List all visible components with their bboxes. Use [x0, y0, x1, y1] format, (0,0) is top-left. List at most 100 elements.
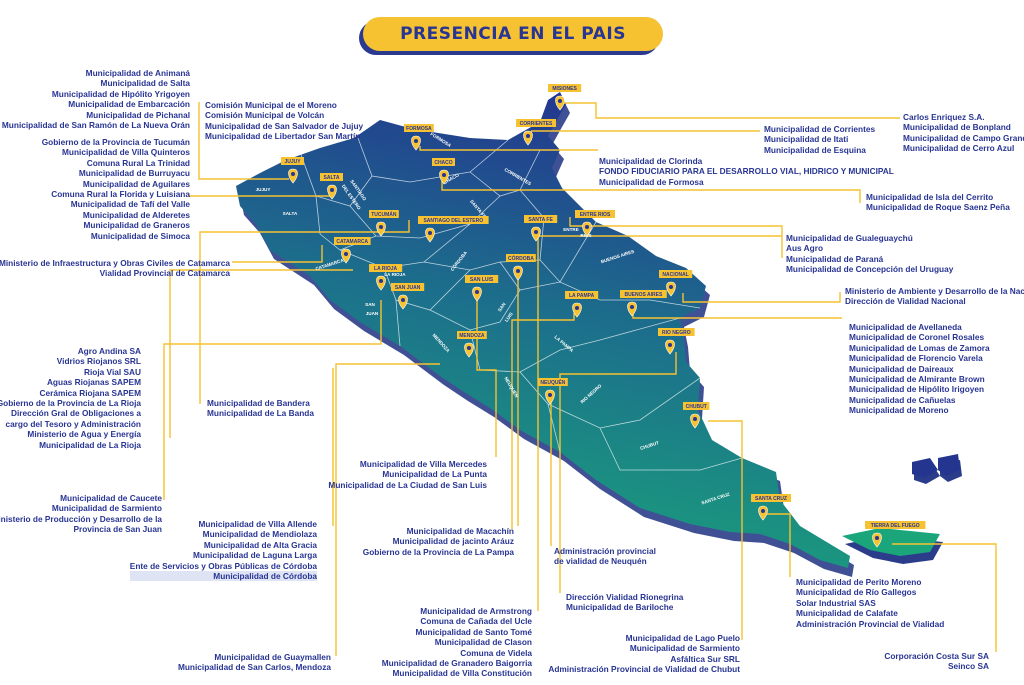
institution-name: Municipalidad de Calafate — [796, 608, 898, 619]
institution-name: Municipalidad de Villa Quinteros — [61, 147, 190, 158]
institution-name: Municipalidad de Sarmiento — [629, 643, 740, 654]
institution-name: Ministerio de Ambiente y Desarrollo de l… — [845, 286, 1024, 296]
region-label: JUJUY — [256, 187, 271, 192]
institution-name: Municipalidad de Villa Allende — [198, 519, 318, 529]
institution-name: Municipalidad de Armstrong — [420, 606, 532, 616]
institution-name: Municipalidad de Lomas de Zamora — [849, 342, 990, 353]
institution-name: Solar Industrial SAS — [796, 597, 876, 608]
province-tag-box — [751, 494, 791, 502]
region-label: SAN — [365, 302, 375, 307]
institution-name: Municipalidad de Alta Gracia — [203, 539, 317, 550]
province-tag-salta[interactable]: SALTA — [320, 173, 343, 200]
institution-name: Municipalidad de Gualeguaychú — [786, 233, 913, 243]
province-tag-box — [575, 210, 615, 218]
province-tag-entre_rios[interactable]: ENTRE RIOS — [575, 210, 615, 237]
province-tag-label: TUCUMÁN — [371, 211, 397, 218]
pin-dot — [761, 509, 765, 513]
institution-name: Aus Agro — [786, 243, 824, 254]
province-tag-la_rioja[interactable]: LA RIOJA — [369, 264, 403, 291]
pin-dot — [585, 225, 589, 229]
province-tag-label: CATAMARCA — [336, 239, 368, 245]
province-tag-box — [620, 290, 667, 298]
institution-name: Comuna Rural la Florida y Luisiana — [51, 189, 190, 200]
province-tag-buenos_aires[interactable]: BUENOS AIRES — [620, 290, 667, 317]
province-tag-box — [524, 215, 558, 223]
province-tag-label: CÓRDOBA — [508, 254, 534, 262]
province-tag-chubut[interactable]: CHUBUT — [683, 402, 710, 429]
province-tag-nacional[interactable]: NACIONAL — [659, 270, 693, 297]
institution-name: Municipalidad de Cerro Azul — [903, 143, 1015, 154]
institution-name: Municipalidad de Bariloche — [566, 602, 674, 613]
pin-dot — [558, 99, 562, 103]
province-tag-tucuman[interactable]: TUCUMÁN — [369, 210, 399, 237]
province-tag-label: RIO NEGRO — [662, 330, 691, 336]
province-tag-catamarca[interactable]: CATAMARCA — [334, 237, 371, 264]
institution-name: Municipalidad de La Punta — [382, 469, 487, 480]
institution-name: FONDO FIDUCIARIO PARA EL DESARROLLO VIAL… — [599, 166, 894, 177]
institution-name: Municipalidad de Cañuelas — [849, 394, 956, 405]
institution-name: Municipalidad de Sarmiento — [51, 503, 162, 514]
province-tag-chaco[interactable]: CHACO — [432, 158, 455, 185]
province-tag-box — [465, 275, 499, 283]
institution-name: Gobierno de la Provincia de La Rioja — [0, 398, 141, 409]
institution-name: Municipalidad de Moreno — [849, 405, 949, 416]
institution-name: Municipalidad de Burruyacu — [78, 168, 190, 179]
institution-name: Municipalidad de Salta — [100, 78, 190, 89]
province-tag-neuquen[interactable]: NEUQUÉN — [538, 378, 568, 405]
group-nacional_group: Ministerio de Ambiente y Desarrollo de l… — [845, 286, 1024, 307]
pin-dot — [344, 252, 348, 256]
pin-dot — [668, 343, 672, 347]
province-tag-tierra_del_fuego[interactable]: TIERRA DEL FUEGO — [865, 521, 926, 548]
province-tag-label: ENTRE RIOS — [580, 212, 611, 218]
province-tag-jujuy[interactable]: JUJUY — [281, 157, 304, 184]
pin-dot — [379, 279, 383, 283]
institution-name: Municipalidad de La Ciudad de San Luis — [328, 479, 487, 490]
province-tag-box — [565, 291, 599, 299]
institution-name: Ministerio de Producción y Desarrollo de… — [0, 513, 162, 524]
institution-name: Municipalidad de Formosa — [599, 176, 704, 187]
institution-name: Municipalidad de La Rioja — [39, 439, 141, 450]
province-tag-box — [506, 254, 536, 262]
province-tag-rio_negro[interactable]: RIO NEGRO — [658, 328, 695, 355]
province-tag-label: LA RIOJA — [374, 266, 398, 272]
province-tag-santiago[interactable]: SANTIAGO DEL ESTERO — [418, 216, 489, 243]
institution-name: Corporación Costa Sur SA — [884, 651, 989, 661]
province-tag-corrientes[interactable]: CORRIENTES — [516, 119, 556, 146]
province-tag-box — [369, 210, 399, 218]
province-tag-la_pampa[interactable]: LA PAMPA — [565, 291, 599, 318]
province-tag-misiones[interactable]: MISIONES — [548, 84, 582, 111]
title-banner: PRESENCIA EN EL PAIS — [363, 17, 663, 51]
province-tag-label: TIERRA DEL FUEGO — [871, 523, 920, 529]
institution-name: Municipalidad de Mendiolaza — [202, 529, 317, 540]
institution-name: Municipalidad de Clorinda — [599, 156, 703, 166]
province-tag-box — [418, 216, 489, 224]
province-tag-box — [538, 378, 568, 386]
institution-name: de vialidad de Neuquén — [554, 556, 647, 567]
province-tag-san_juan[interactable]: SAN JUAN — [391, 283, 425, 310]
province-tag-san_luis[interactable]: SAN LUIS — [465, 275, 499, 302]
province-tag-label: JUJUY — [284, 159, 301, 165]
institution-name: Agro Andina SA — [77, 346, 141, 356]
institution-name: Municipalidad de Itati — [764, 134, 849, 145]
province-tag-mendoza[interactable]: MENDOZA — [457, 331, 487, 358]
region-label: RIOS — [580, 233, 591, 238]
institution-name: Municipalidad de Avellaneda — [849, 322, 962, 332]
institution-name: Municipalidad de San Carlos, Mendoza — [177, 662, 331, 673]
institution-name: Rioja Vial SAU — [83, 366, 141, 377]
province-tag-santa_cruz[interactable]: SANTA CRUZ — [751, 494, 791, 521]
institution-name: Municipalidad de Florencio Varela — [849, 353, 983, 364]
province-tag-formosa[interactable]: FORMOSA — [404, 124, 434, 151]
province-tag-santa_fe[interactable]: SANTA FE — [524, 215, 558, 242]
institution-name: Cerámica Riojana SAPEM — [39, 387, 141, 398]
institution-name: Municipalidad de Caucete — [60, 493, 162, 503]
province-tag-cordoba[interactable]: CÓRDOBA — [506, 254, 536, 281]
